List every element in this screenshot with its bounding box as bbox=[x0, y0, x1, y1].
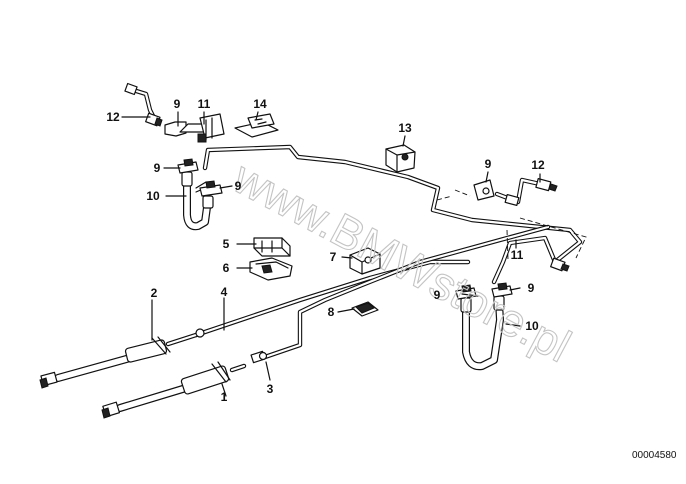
brake-line-12-left bbox=[124, 82, 163, 127]
callout-3: 3 bbox=[267, 382, 274, 396]
callout-7: 7 bbox=[330, 250, 337, 264]
callout-14: 14 bbox=[253, 97, 267, 111]
bracket-left-upper bbox=[164, 113, 225, 143]
callout-9-b: 9 bbox=[154, 161, 161, 175]
brake-line-12-right bbox=[494, 177, 558, 207]
callout-10-a: 10 bbox=[146, 189, 160, 203]
callout-5: 5 bbox=[223, 237, 230, 251]
callout-1: 1 bbox=[221, 390, 228, 404]
callout-10-b: 10 bbox=[525, 319, 539, 333]
callout-labels: 1 2 3 4 5 6 7 8 9 9 9 9 9 9 10 10 11 11 … bbox=[106, 97, 545, 404]
clip-9-left-b bbox=[199, 180, 223, 197]
brake-hose-1 bbox=[101, 361, 247, 419]
callout-11-a: 11 bbox=[198, 97, 211, 111]
clip-9-right-a bbox=[455, 284, 477, 300]
callout-9-e: 9 bbox=[434, 288, 441, 302]
callout-9-c: 9 bbox=[235, 179, 242, 193]
callout-9-a: 9 bbox=[174, 97, 181, 111]
callout-11-b: 11 bbox=[511, 248, 524, 262]
clip-5 bbox=[253, 237, 291, 257]
clip-8 bbox=[351, 301, 379, 317]
clip-14 bbox=[234, 113, 279, 138]
clip-9-left-a bbox=[177, 158, 199, 174]
callout-4: 4 bbox=[221, 285, 228, 299]
callout-13: 13 bbox=[398, 121, 412, 135]
brake-pipe-3 bbox=[259, 224, 551, 361]
leader-lines bbox=[121, 111, 541, 397]
callout-12-a: 12 bbox=[106, 110, 120, 124]
callout-2: 2 bbox=[151, 286, 158, 300]
grommet-7 bbox=[349, 247, 381, 275]
callout-9-d: 9 bbox=[485, 157, 492, 171]
line-11-right-fitting bbox=[550, 257, 570, 272]
brake-pipe-right bbox=[491, 235, 565, 285]
clip-6 bbox=[249, 257, 293, 281]
main-brake-pipe bbox=[202, 144, 583, 265]
callout-6: 6 bbox=[223, 261, 230, 275]
brake-pipe-4 bbox=[193, 259, 471, 338]
document-number: 00004580 bbox=[632, 450, 677, 461]
fitting-3 bbox=[250, 350, 268, 364]
brake-hose-10-left bbox=[181, 171, 214, 231]
callout-12-b: 12 bbox=[531, 158, 545, 172]
floor-reference-lines bbox=[436, 189, 587, 261]
bracket-9-right bbox=[473, 179, 495, 201]
brake-hose-2 bbox=[39, 328, 205, 389]
block-13 bbox=[385, 144, 416, 173]
clip-9-right-b bbox=[491, 282, 513, 298]
callout-9-f: 9 bbox=[528, 281, 535, 295]
callout-8: 8 bbox=[328, 305, 335, 319]
